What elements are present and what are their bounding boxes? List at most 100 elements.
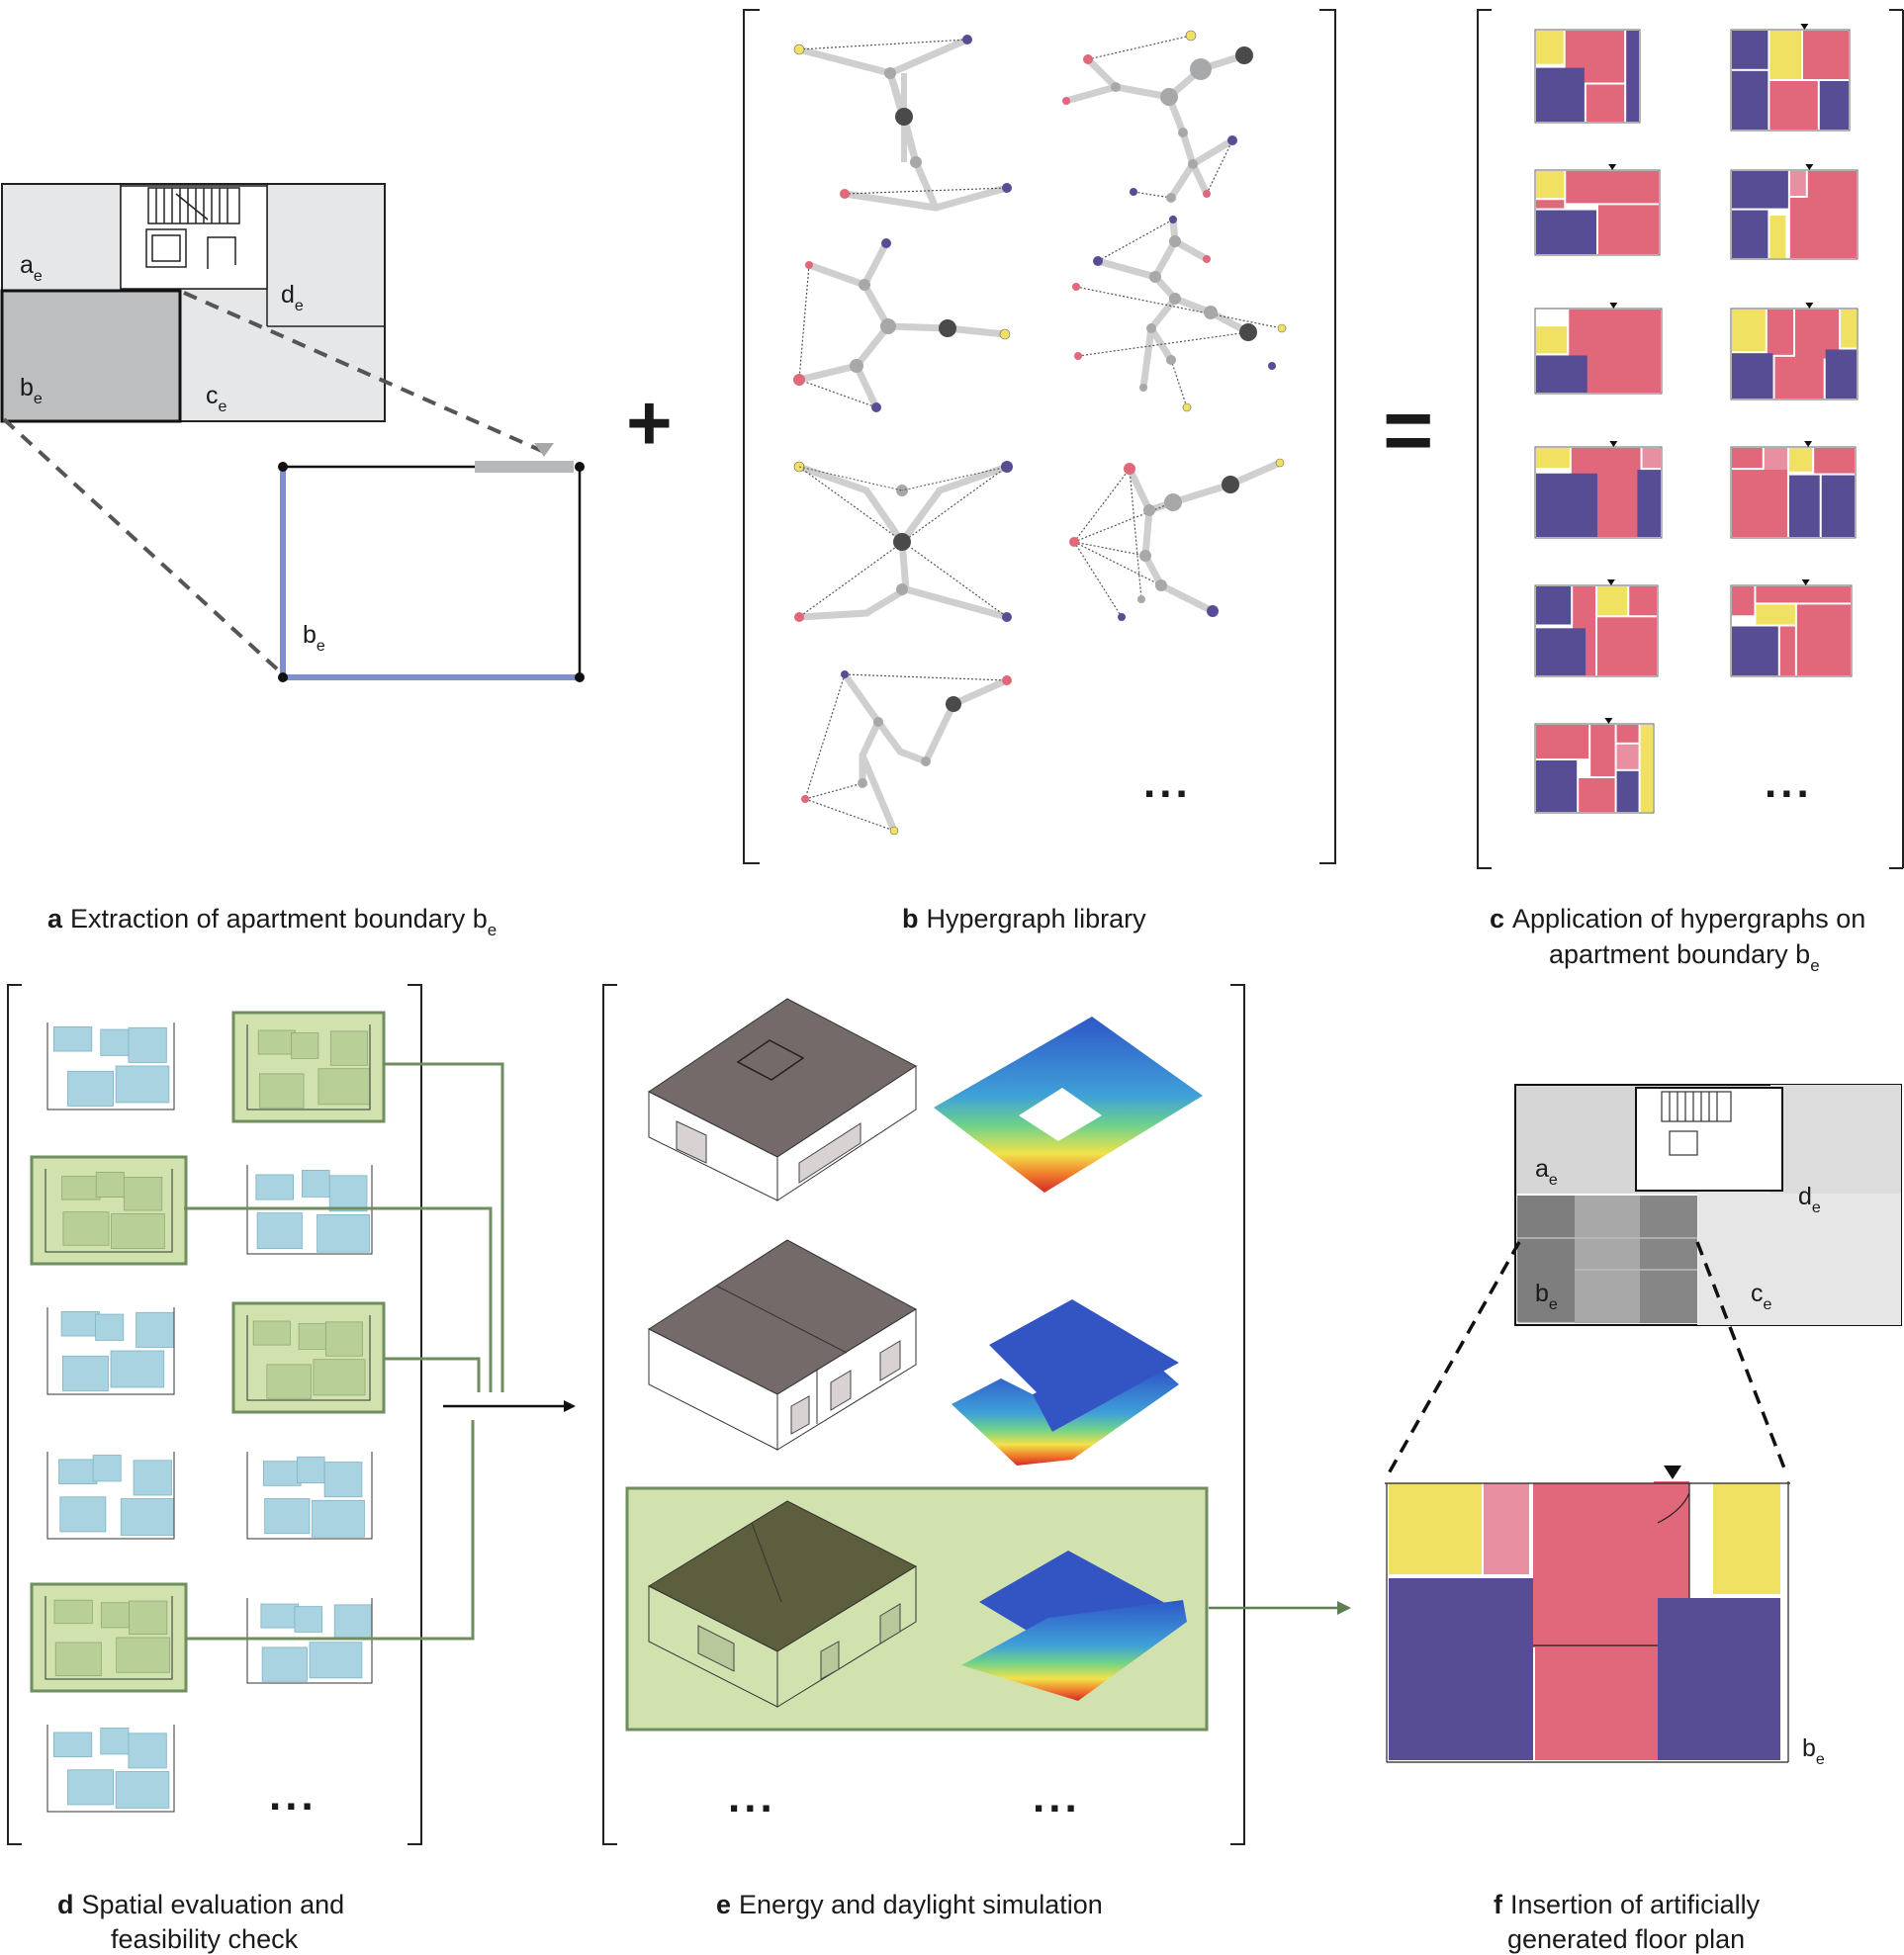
- hypergraph-4: [1072, 216, 1287, 412]
- room-block: [1732, 626, 1778, 675]
- entrance-marker: [1608, 164, 1617, 170]
- furniture-block: [128, 1026, 167, 1063]
- boundary-label: be: [303, 621, 325, 655]
- boundary-label: be: [1802, 1734, 1825, 1768]
- energy-model-3: [647, 1500, 918, 1708]
- room-block: [1732, 210, 1768, 258]
- room-kitchen: [1535, 1647, 1658, 1760]
- hypergraph-2: [1062, 30, 1253, 203]
- panel-e: ... ...: [602, 984, 1351, 1845]
- room-block: [1536, 67, 1585, 122]
- furniture-block: [260, 1603, 300, 1629]
- room-block: [1796, 604, 1851, 675]
- plan-outline: [1534, 446, 1663, 539]
- bracket-left: [7, 984, 22, 1845]
- furniture-block: [53, 1599, 93, 1625]
- plan-outline: [46, 1725, 175, 1813]
- room-block: [1732, 470, 1787, 537]
- room-block: [1597, 586, 1628, 616]
- furniture-block: [59, 1496, 107, 1533]
- furniture-block: [129, 1600, 168, 1636]
- stair-core: [120, 185, 268, 290]
- feasible-plan: [231, 1011, 386, 1123]
- room-block: [1769, 216, 1786, 258]
- feasible-plan: [30, 1582, 188, 1693]
- zoom-line-bottom: [2, 417, 285, 676]
- feasible-highlight: [231, 1011, 386, 1123]
- furniture-block: [313, 1359, 366, 1396]
- room-block: [1597, 617, 1657, 675]
- plan-option: [1534, 164, 1661, 256]
- plan-outline: [46, 1022, 175, 1111]
- room-block: [1789, 198, 1857, 258]
- panel-d: ...: [7, 984, 576, 1845]
- room-block: [1536, 725, 1589, 758]
- plan-outline: [1730, 29, 1851, 132]
- room-block: [1769, 81, 1818, 130]
- caption-d-line2: feasibility check: [111, 1924, 299, 1954]
- plan-outline: [246, 1024, 371, 1111]
- furniture-block: [329, 1030, 368, 1066]
- room-block: [1536, 171, 1565, 199]
- furniture-block: [53, 1732, 93, 1757]
- plan-outline: [1730, 446, 1857, 539]
- room-block: [1788, 475, 1820, 537]
- entrance-marker: [1606, 579, 1615, 585]
- room-block: [1586, 84, 1625, 122]
- furniture-block: [60, 1311, 100, 1337]
- furniture-block: [317, 1214, 370, 1253]
- bracket-left: [602, 984, 617, 1845]
- room-block: [1732, 353, 1773, 399]
- plan-option: [1730, 24, 1851, 132]
- plan-outline: [246, 1315, 371, 1401]
- room-living: [1533, 1483, 1654, 1647]
- room-block: [1764, 448, 1787, 472]
- furniture-block: [92, 1455, 122, 1482]
- furniture-block: [67, 1769, 114, 1806]
- room-block: [1616, 725, 1639, 743]
- room-block: [1536, 326, 1568, 354]
- furniture-block: [128, 1733, 167, 1769]
- room-block: [1779, 626, 1795, 675]
- room-block: [1821, 475, 1855, 537]
- room-block: [1626, 31, 1639, 122]
- furniture-block: [61, 1355, 109, 1391]
- room-bedroom-2: [1658, 1598, 1780, 1760]
- room-wet-2: [1713, 1483, 1780, 1594]
- zone-label-c: ce: [206, 382, 227, 415]
- room-block: [1732, 31, 1768, 69]
- room-block: [1536, 448, 1570, 469]
- furniture-block: [255, 1174, 295, 1200]
- zone-label-b: be: [20, 374, 43, 407]
- furniture-block: [323, 1462, 363, 1498]
- plan-option: [1534, 303, 1663, 395]
- stair-core: [1635, 1087, 1783, 1192]
- hypergraph-ellipsis: ...: [1143, 758, 1192, 807]
- room-block: [1819, 81, 1849, 130]
- furniture-block: [54, 1642, 102, 1677]
- zone-label-a: ae: [20, 251, 43, 285]
- furniture-block: [136, 1311, 175, 1348]
- plan-outline: [1730, 308, 1859, 400]
- bracket-left: [1477, 9, 1492, 869]
- plus-sign: +: [626, 379, 673, 467]
- room-block: [1536, 200, 1565, 209]
- rejected-plan: [46, 1452, 175, 1540]
- rejected-plan: [46, 1307, 175, 1395]
- furniture-block: [294, 1606, 323, 1633]
- entrance-marker: [534, 443, 554, 457]
- entrance-marker: [1609, 303, 1618, 309]
- furniture-block: [312, 1499, 365, 1538]
- plan-option: [1534, 579, 1659, 677]
- zone-label-d: de: [281, 281, 304, 314]
- furniture-block: [298, 1323, 326, 1350]
- panel-b: ...: [743, 9, 1336, 864]
- furniture-block: [61, 1176, 101, 1200]
- furniture-block: [95, 1171, 125, 1198]
- zone-label-c: ce: [1751, 1280, 1772, 1313]
- room-block: [1536, 760, 1578, 812]
- plan-outline: [45, 1169, 173, 1253]
- energy-model-2: [647, 1239, 918, 1451]
